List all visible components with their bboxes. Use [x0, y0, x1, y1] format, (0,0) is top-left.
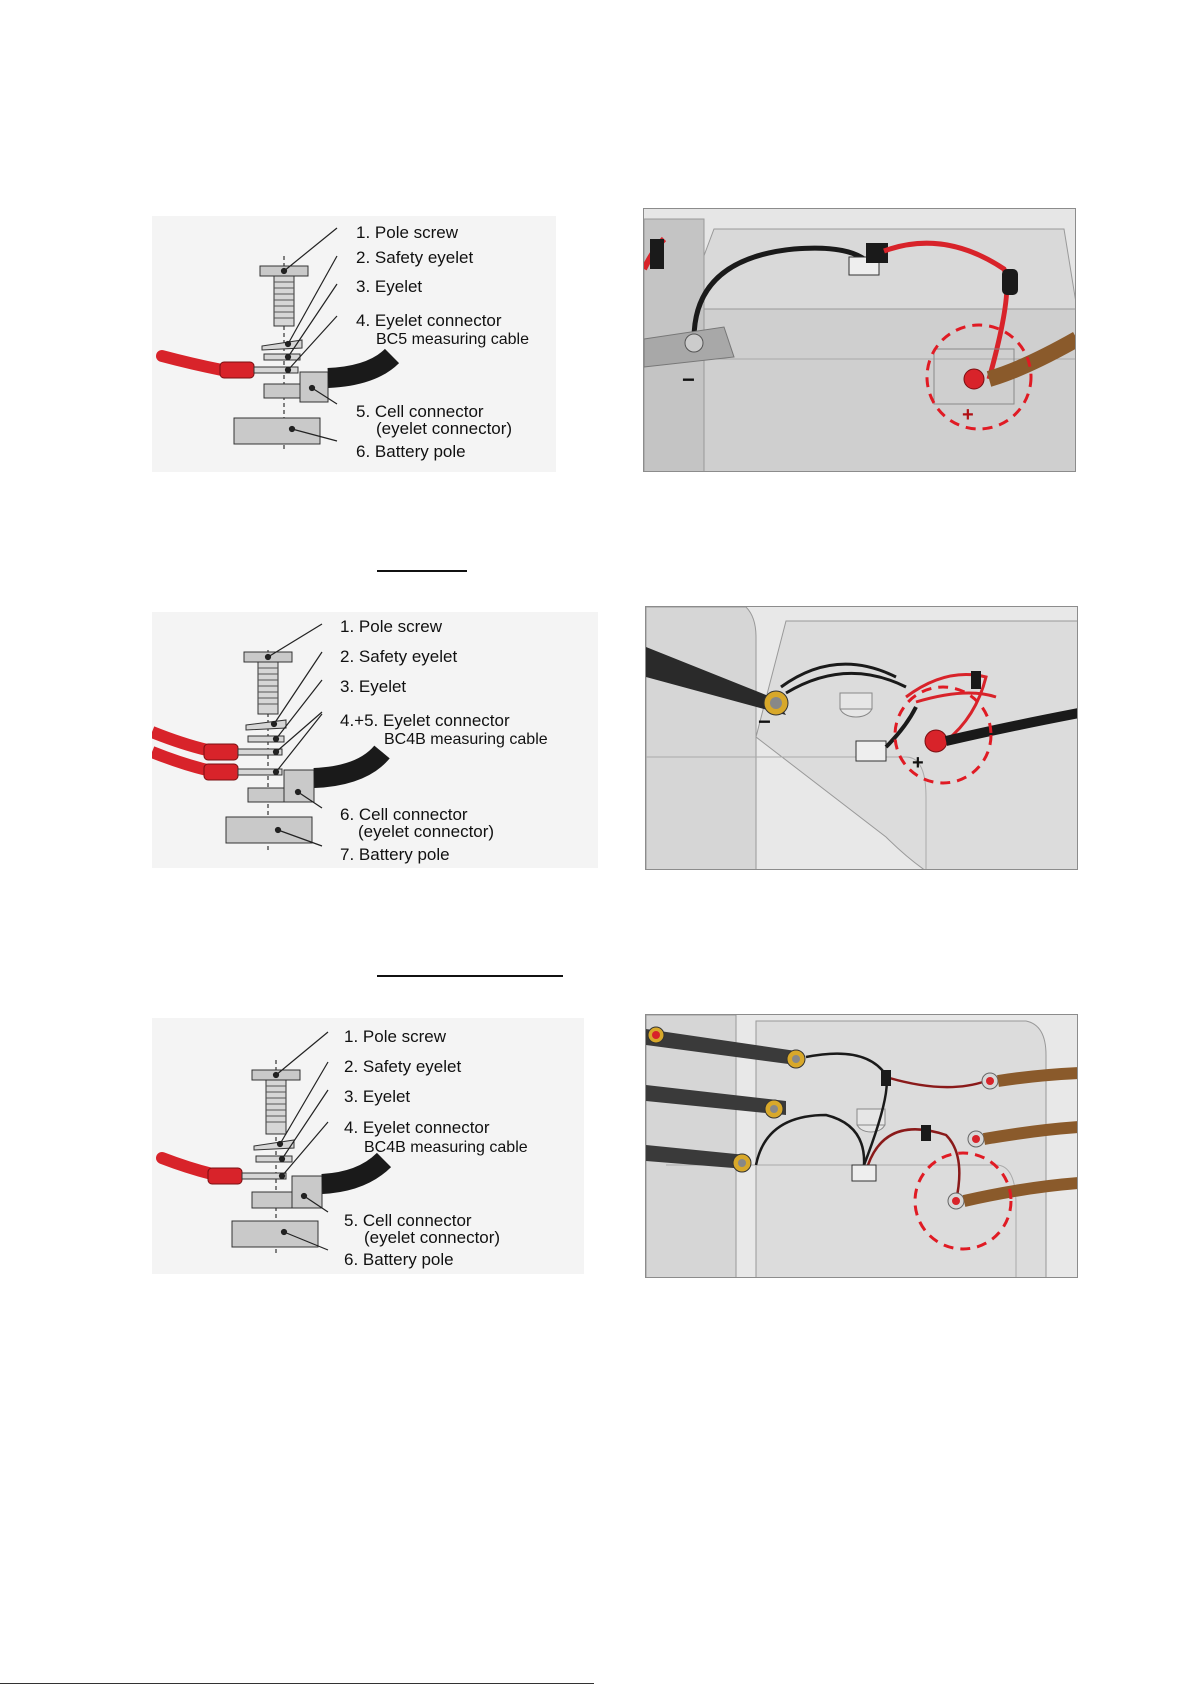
- label-measuring-cable: BC5 measuring cable: [376, 331, 529, 348]
- label-cell-connector: 5. Cell connector: [344, 1211, 472, 1230]
- label-cell-connector-sub: (eyelet connector): [364, 1228, 501, 1247]
- photo-1-drawing: [644, 209, 1075, 471]
- label-pole-screw: 1. Pole screw: [344, 1027, 447, 1046]
- label-battery-pole: 7. Battery pole: [340, 845, 450, 864]
- underline-2: [377, 975, 563, 977]
- battery-photo-3: [645, 1014, 1078, 1278]
- label-safety-eyelet: 2. Safety eyelet: [344, 1057, 462, 1076]
- exploded-diagram-2: 1. Pole screw 2. Safety eyelet 3. Eyelet…: [152, 612, 598, 868]
- label-cell-connector-sub: (eyelet connector): [358, 822, 495, 841]
- exploded-diagram-1: 1. Pole screw 2. Safety eyelet 3. Eyelet…: [152, 216, 556, 472]
- positive-sign: +: [962, 404, 974, 426]
- label-measuring-cable: BC4B measuring cable: [364, 1139, 528, 1156]
- label-cell-connector: 5. Cell connector: [356, 402, 484, 421]
- diagram-1-drawing: [156, 227, 400, 452]
- diagram-3-drawing: [156, 1031, 392, 1254]
- diagram-2-drawing: [152, 623, 390, 852]
- label-safety-eyelet: 2. Safety eyelet: [356, 248, 474, 267]
- label-safety-eyelet: 2. Safety eyelet: [340, 647, 458, 666]
- label-eyelet: 3. Eyelet: [340, 677, 407, 696]
- negative-sign: −: [682, 367, 695, 392]
- positive-sign: +: [912, 752, 924, 774]
- label-battery-pole: 6. Battery pole: [356, 442, 466, 461]
- label-eyelet-connector: 4.+5. Eyelet connector: [340, 711, 510, 730]
- exploded-diagram-3: 1. Pole screw 2. Safety eyelet 3. Eyelet…: [152, 1018, 584, 1274]
- label-eyelet-connector: 4. Eyelet connector: [344, 1118, 490, 1137]
- battery-photo-1: − +: [643, 208, 1076, 472]
- label-battery-pole: 6. Battery pole: [344, 1250, 454, 1269]
- photo-3-drawing: [646, 1015, 1077, 1277]
- battery-photo-2: − +: [645, 606, 1078, 870]
- label-eyelet: 3. Eyelet: [344, 1087, 411, 1106]
- photo-2-drawing: [646, 607, 1077, 869]
- label-eyelet: 3. Eyelet: [356, 277, 423, 296]
- label-pole-screw: 1. Pole screw: [356, 223, 459, 242]
- label-measuring-cable: BC4B measuring cable: [384, 731, 548, 748]
- label-eyelet-connector: 4. Eyelet connector: [356, 311, 502, 330]
- label-cell-connector: 6. Cell connector: [340, 805, 468, 824]
- negative-sign: −: [758, 709, 771, 734]
- footer-divider: [0, 1683, 594, 1684]
- label-pole-screw: 1. Pole screw: [340, 617, 443, 636]
- underline-1: [377, 570, 467, 572]
- label-cell-connector-sub: (eyelet connector): [376, 419, 513, 438]
